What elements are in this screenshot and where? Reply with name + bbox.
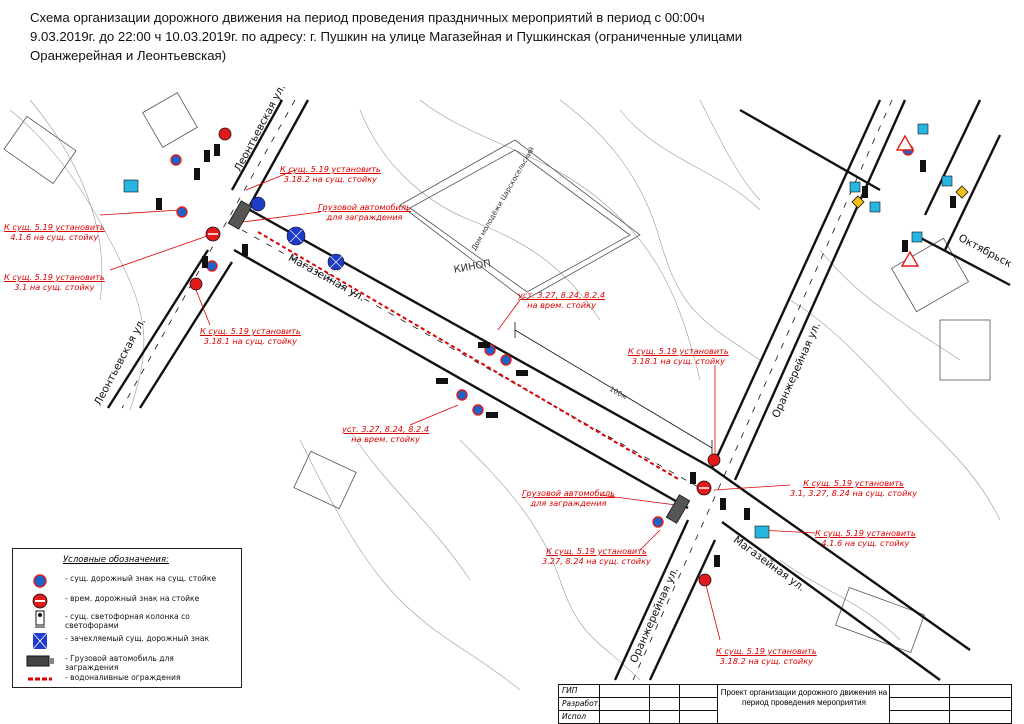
water-barrier-icon: [28, 677, 52, 681]
warning-sign-icon: [895, 134, 920, 267]
distance-line: [514, 322, 713, 456]
leader-lines: [99, 169, 816, 641]
legend-item: - водоналивные ограждения: [13, 671, 241, 691]
existing-sign-icon: [33, 574, 47, 588]
covered-sign-icon: [32, 632, 48, 650]
traffic-light-icon: [35, 610, 45, 628]
legend: Условные обозначения: - сущ. дорожный зн…: [12, 548, 242, 688]
truck-icon: [26, 655, 54, 667]
legend-item: - зачехляемый сущ. дорожный знак: [13, 631, 241, 651]
page-title: Схема организации дорожного движения на …: [30, 10, 743, 63]
title-block: ГИП Разработ. Испол Проект организации д…: [558, 684, 1012, 724]
temporary-sign-icon: [32, 593, 48, 609]
buildings: [3, 92, 991, 653]
direction-sign-icon: [123, 123, 953, 539]
legend-item: - сущ. светофорная колонка со светофорам…: [13, 609, 241, 630]
existing-sign-icon: [170, 144, 914, 528]
water-barriers: [257, 231, 681, 481]
traffic-light-icon: [156, 144, 956, 567]
topo-lines: [9, 99, 1001, 691]
priority-sign-icon: [851, 185, 969, 209]
roads: [106, 99, 1011, 681]
truck-icon: [227, 200, 691, 524]
stamp-razrab: Разработ.: [562, 699, 601, 708]
stamp-gip: ГИП: [562, 686, 578, 695]
stamp-ispol: Испол: [562, 712, 587, 721]
legend-item: - Грузовой автомобиль для заграждения: [13, 651, 241, 672]
legend-item: - сущ. дорожный знак на сущ. стойке: [13, 571, 241, 591]
legend-title: Условные обозначения:: [63, 555, 169, 565]
stamp-project: Проект организации дорожного движения на…: [720, 688, 888, 707]
legend-item: - врем. дорожный знак на стойке: [13, 591, 241, 611]
